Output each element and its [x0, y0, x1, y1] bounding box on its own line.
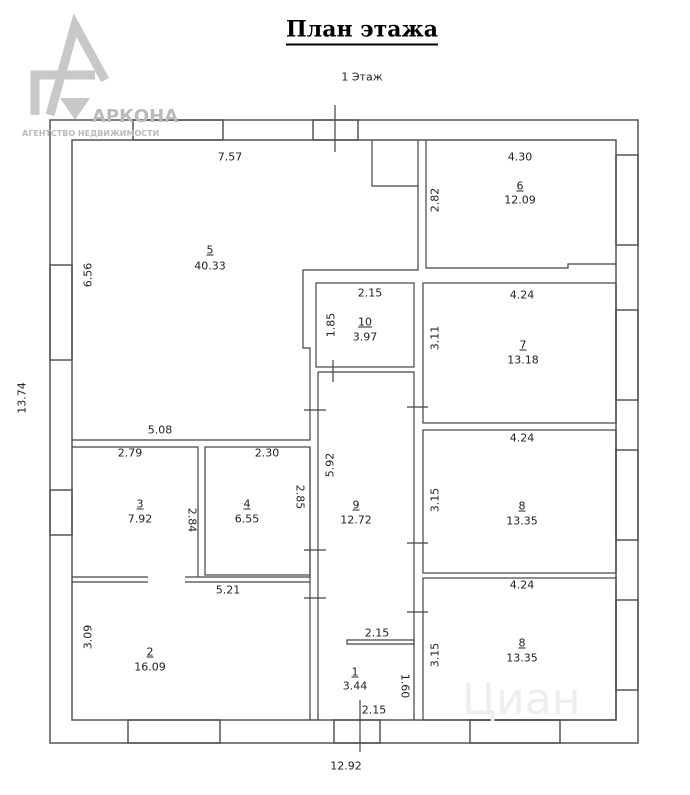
interior-walls	[72, 105, 617, 752]
dim-label: 2.85	[293, 484, 307, 510]
room-number: 10	[358, 315, 372, 329]
window	[49, 264, 73, 361]
room-number: 2	[146, 645, 154, 659]
room-number: 4	[243, 497, 251, 511]
window	[333, 719, 381, 744]
dim-total-width: 12.92	[330, 759, 362, 773]
floor-label: 1 Этаж	[341, 70, 383, 84]
logo-watermark	[30, 13, 109, 120]
dim-label: 6.56	[81, 262, 95, 288]
logo-brand: АРКОНА	[92, 106, 179, 127]
room-number: 7	[519, 338, 527, 352]
room-area: 3.44	[342, 679, 368, 693]
logo-tagline: АГЕНТСТВО НЕДВИЖИМОСТИ	[22, 129, 160, 138]
dim-label: 2.30	[254, 446, 280, 460]
dim-label: 3.15	[428, 642, 442, 668]
dim-label: 4.30	[507, 150, 533, 164]
dim-label: 3.09	[81, 624, 95, 650]
outer-walls	[49, 119, 639, 744]
room-number: 6	[516, 179, 524, 193]
dim-label: 3.11	[428, 325, 442, 351]
dim-label: 2.15	[361, 703, 387, 717]
dim-label: 2.84	[185, 507, 199, 533]
window	[127, 719, 221, 744]
page-title: План этажа	[285, 17, 439, 46]
dim-label: 2.15	[357, 286, 383, 300]
dim-label: 2.79	[117, 446, 143, 460]
room-area: 13.35	[506, 514, 538, 528]
room-area: 40.33	[194, 259, 226, 273]
room-area: 3.97	[352, 330, 378, 344]
room-area: 13.18	[507, 353, 539, 367]
room-area: 12.72	[340, 513, 372, 527]
room-number: 3	[136, 497, 144, 511]
room-number: 5	[206, 243, 214, 257]
dim-label: 5.21	[215, 583, 241, 597]
dim-label: 4.24	[509, 288, 535, 302]
dim-label: 2.15	[364, 626, 390, 640]
room-area: 7.92	[127, 512, 153, 526]
dim-label: 4.24	[509, 578, 535, 592]
room-number: 9	[352, 498, 360, 512]
dim-label: 7.57	[217, 150, 243, 164]
room-area: 12.09	[504, 193, 536, 207]
cian-watermark: Циан	[462, 674, 581, 725]
dim-label: 1.60	[398, 673, 412, 699]
window	[615, 154, 639, 246]
room-number: 8	[518, 636, 526, 650]
window	[132, 119, 224, 141]
room-area: 6.55	[234, 512, 260, 526]
room-area: 13.35	[506, 651, 538, 665]
dim-label: 3.15	[428, 487, 442, 513]
dim-label: 4.24	[509, 431, 535, 445]
dim-label: 5.92	[323, 452, 337, 478]
room-area: 16.09	[134, 660, 166, 674]
room-number: 1	[351, 665, 359, 679]
dim-label: 1.85	[324, 312, 338, 338]
window	[49, 489, 73, 536]
dim-total-height: 13.74	[15, 382, 29, 414]
room-number: 8	[518, 499, 526, 513]
dim-label: 2.82	[428, 187, 442, 213]
dim-label: 5.08	[147, 423, 173, 437]
